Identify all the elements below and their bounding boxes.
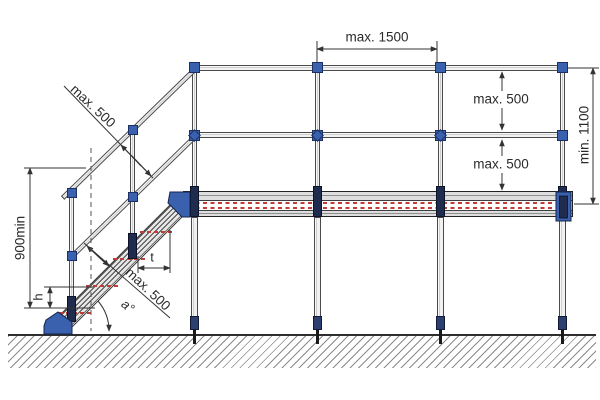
ground-hatch (8, 334, 596, 368)
stair-handrail-end-fitting (67, 188, 77, 198)
leg-anchor-spike-1 (193, 330, 196, 344)
stair-foot-bracket (43, 311, 73, 335)
rail-t-fitting-3 (435, 62, 446, 73)
rail-corner-fitting-right (557, 62, 568, 73)
leg-foot-4 (558, 316, 567, 330)
leg-foot-3 (436, 316, 445, 330)
deck-grating-dash-row-2 (188, 206, 568, 209)
stair-kneerail-end-fitting (67, 251, 77, 261)
dim-label-rail-gap-lower: max. 500 (473, 156, 529, 172)
deck-grating-dash-row-1 (188, 202, 568, 204)
tread-line-3 (86, 285, 119, 287)
dim-label-guardrail-height: min. 1100 (576, 105, 592, 165)
stair-handrail-t-fitting (128, 125, 138, 135)
midrail-end-fitting-right (557, 129, 568, 141)
dim-label-rail-gap-upper: max. 500 (473, 91, 529, 107)
midrail-cross-fitting-2 (312, 129, 323, 141)
leg-anchor-spike-2 (316, 330, 319, 344)
deck-clamp-3 (436, 186, 445, 217)
dim-label-post-spacing: max. 1500 (345, 29, 409, 45)
stair-clamp-2 (128, 233, 137, 259)
stair-kneerail-t-fitting (128, 192, 138, 202)
midrail-cross-fitting-3 (435, 129, 446, 141)
dim-label-stair-handrail-height: 900min (12, 215, 28, 261)
leg-foot-1 (190, 316, 199, 330)
leg-foot-2 (313, 316, 322, 330)
leg-anchor-spike-4 (561, 330, 564, 344)
deck-left-bracket (167, 191, 191, 218)
deck-right-bracket-core (559, 195, 568, 219)
dim-label-riser: h (30, 293, 46, 301)
leg-anchor-spike-3 (439, 330, 442, 344)
dim-label-tread: t (150, 249, 154, 265)
rail-corner-fitting-left (189, 62, 200, 73)
tread-line-2 (113, 258, 146, 260)
tread-line-1 (140, 231, 173, 233)
midrail-cross-fitting-1 (189, 129, 200, 141)
deck-clamp-2 (313, 186, 322, 217)
platform-deck (183, 191, 573, 217)
